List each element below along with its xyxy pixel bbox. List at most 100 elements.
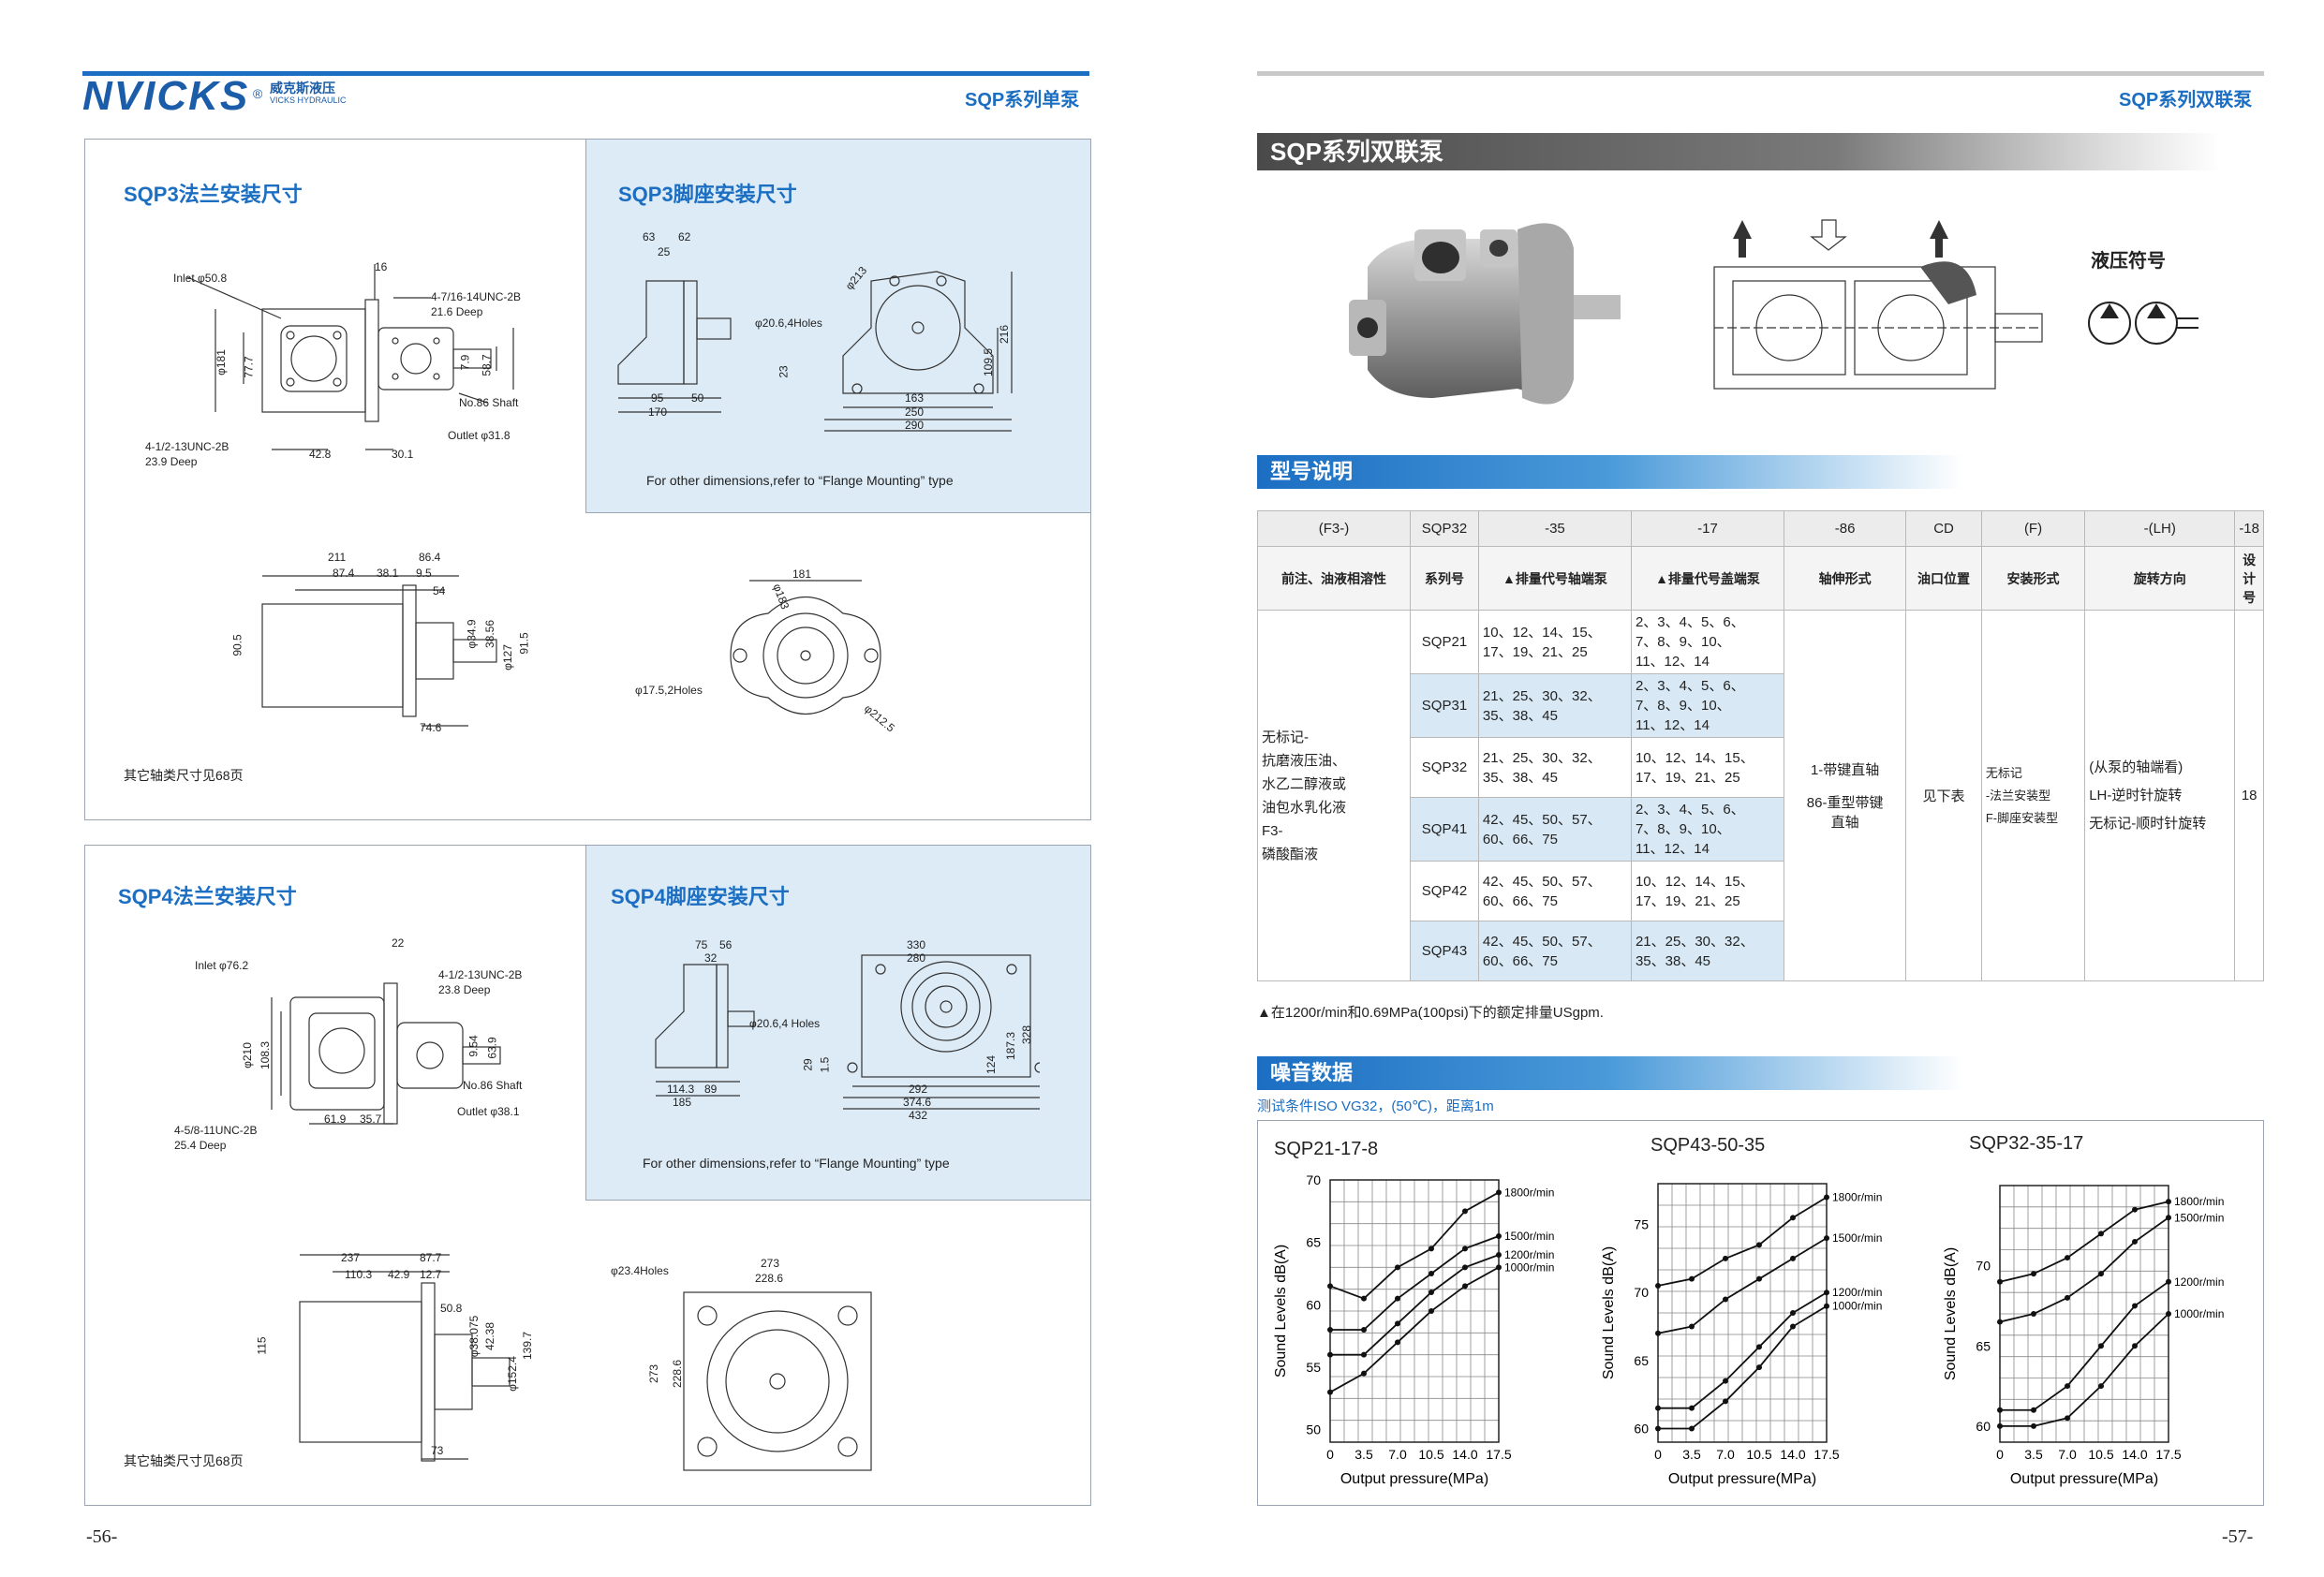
sqp3-side-dim-38b: 38.56	[483, 619, 497, 649]
sqp3-side-dim-86: 86.4	[419, 551, 441, 564]
chart-title-sqp43: SQP43-50-35	[1650, 1135, 1766, 1156]
series-cell: SQP43	[1410, 921, 1479, 981]
x-tick-label: 14.0	[1780, 1447, 1805, 1462]
x-tick-label: 10.5	[1746, 1447, 1771, 1462]
data-point	[1723, 1378, 1728, 1384]
sqp3-foot-dim-25: 25	[658, 245, 671, 258]
x-tick-label: 0	[1996, 1447, 2004, 1462]
sqp4-thread2: 4-5/8-11UNC-2B	[174, 1124, 258, 1137]
name-cell: 轴伸形式	[1784, 546, 1907, 611]
name-cell: 设计号	[2234, 546, 2264, 611]
y-tick-label: 60	[1976, 1419, 1991, 1434]
x-tick-label: 3.5	[1354, 1447, 1373, 1462]
y-tick-label: 70	[1976, 1259, 1991, 1274]
sqp4-side-dim-139: 139.7	[521, 1331, 535, 1361]
value-line: 35、38、45	[1635, 952, 1711, 969]
series-label: 1500r/min	[2174, 1211, 2224, 1224]
series-label: 1200r/min	[2174, 1275, 2224, 1289]
series-label: 1800r/min	[1832, 1191, 1882, 1204]
code-cell: (F)	[1980, 510, 2086, 547]
sqp4-foot-dim-29: 29	[801, 1058, 815, 1071]
sqp4-side-dim-42b: 42.38	[483, 1321, 497, 1351]
sqp4-side-dim-12: 12.7	[420, 1268, 442, 1281]
data-point	[1689, 1405, 1695, 1411]
shaft-end-cell: 42、45、50、57、60、66、75	[1477, 921, 1632, 981]
sqp4-foot-dim-432: 432	[909, 1109, 928, 1122]
data-point	[1824, 1235, 1829, 1242]
sqp4-dim-63: 63.9	[485, 1037, 499, 1059]
data-point	[1395, 1339, 1400, 1346]
sqp3-thread2-depth: 23.9 Deep	[145, 455, 198, 468]
value-line: 11、12、14	[1635, 717, 1710, 733]
series-label: 1000r/min	[1504, 1260, 1554, 1274]
sqp4-foot-dim-185: 185	[673, 1096, 692, 1109]
shaft-end-cell: 21、25、30、32、35、38、45	[1477, 737, 1632, 798]
series-label: 1200r/min	[1832, 1286, 1882, 1299]
sqp4-foot-note: For other dimensions,refer to “Flange Mo…	[643, 1156, 950, 1171]
series-line	[1658, 1291, 1828, 1409]
sqp3-foot-dim-163: 163	[905, 391, 925, 405]
data-point	[1462, 1283, 1468, 1290]
sqp4-foot-drawing	[655, 954, 1040, 1110]
x-tick-label: 17.5	[1486, 1447, 1511, 1462]
sqp3-side-dim-90: 90.5	[230, 634, 244, 656]
sqp3-end-drawing	[730, 580, 881, 715]
sqp3-side-dim-74: 74.6	[420, 721, 442, 734]
value-line: 10、12、14、15、	[1635, 749, 1754, 766]
sqp3-foot-dim-63: 63	[643, 230, 656, 243]
mounting-line: -法兰安装型	[1985, 788, 2051, 803]
sqp4-foot-dim-124: 124	[984, 1054, 999, 1075]
sqp4-foot-title: SQP4脚座安装尺寸	[611, 885, 790, 908]
series-line	[2000, 1281, 2169, 1411]
fluid-line: F3-	[1262, 822, 1283, 839]
data-point	[1361, 1351, 1367, 1358]
name-cell: 旋转方向	[2084, 546, 2236, 611]
value-line: 17、19、21、25	[1635, 892, 1740, 909]
name-cell: 油口位置	[1905, 546, 1982, 611]
sqp3-foot-holes: φ20.6,4Holes	[755, 317, 822, 330]
data-point	[1361, 1370, 1367, 1377]
sqp4-foot-dim-330: 330	[907, 938, 926, 951]
data-point	[2065, 1294, 2070, 1301]
sqp4-side-dim-50: 50.8	[440, 1302, 463, 1315]
series-line	[1999, 1216, 2169, 1323]
value-line: 17、19、21、25	[1635, 769, 1740, 786]
sqp4-foot-dim-187: 187.3	[1004, 1031, 1018, 1061]
y-tick-label: 65	[1634, 1353, 1649, 1368]
data-point	[1462, 1245, 1468, 1252]
hydraulic-symbol-label: 液压符号	[2091, 251, 2166, 272]
noise-test-condition: 测试条件ISO VG32，(50℃)，距离1m	[1257, 1098, 1494, 1114]
x-tick-label: 7.0	[1716, 1447, 1735, 1462]
sqp3-foot-dim-95: 95	[651, 391, 664, 405]
data-point	[1790, 1310, 1796, 1316]
sqp4-end-dim-273: 273	[761, 1257, 780, 1270]
x-tick-label: 10.5	[1418, 1447, 1443, 1462]
value-line: 35、38、45	[1482, 769, 1558, 786]
data-point	[1496, 1233, 1502, 1239]
sqp4-foot-dim-328: 328	[1020, 1024, 1034, 1045]
data-point	[1327, 1351, 1333, 1358]
right-header-rule	[1257, 71, 2264, 76]
sqp4-foot-holes: φ20.6,4 Holes	[749, 1017, 821, 1030]
series-cell: SQP32	[1410, 737, 1479, 798]
data-point	[2132, 1238, 2138, 1245]
name-cell: 安装形式	[1980, 546, 2086, 611]
series-cell: SQP21	[1410, 610, 1479, 674]
data-point	[1462, 1208, 1468, 1215]
sqp3-foot-drawing	[617, 271, 1013, 432]
shaft-end-cell: 42、45、50、57、60、66、75	[1477, 797, 1632, 862]
data-point	[1824, 1303, 1829, 1309]
sqp4-side-dim-115: 115	[255, 1336, 269, 1355]
cover-end-cell: 21、25、30、32、35、38、45	[1630, 921, 1785, 981]
right-page-number: -57-	[2222, 1526, 2254, 1547]
data-point	[1655, 1330, 1661, 1336]
sqp3-foot-title: SQP3脚座安装尺寸	[618, 183, 797, 206]
name-cell: ▲排量代号轴端泵	[1477, 546, 1632, 611]
series-line	[1657, 1196, 1828, 1287]
noise-section-title: 噪音数据	[1257, 1056, 1963, 1090]
data-point	[1428, 1271, 1434, 1276]
mounting-line: F-脚座安装型	[1985, 810, 2059, 825]
rotation-line: (从泵的轴端看)	[2089, 759, 2183, 775]
data-point	[1790, 1215, 1796, 1221]
